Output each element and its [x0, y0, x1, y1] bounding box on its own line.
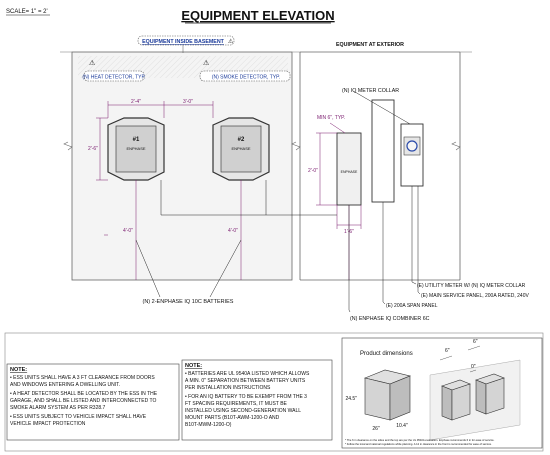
notes-left: NOTE: • ESS UNITS SHALL HAVE A 3 FT CLEA…	[6, 363, 180, 441]
utility-meter-label: (E) UTILITY METER W/ (N) IQ METER COLLAR	[417, 283, 526, 289]
min-clearance-label: MIN 6", TYP.	[317, 115, 345, 121]
notes-mid-line: MOUNT PARTS (B10T-AWM-1200-O AND	[185, 415, 280, 421]
page-title: EQUIPMENT ELEVATION	[181, 8, 334, 23]
dim-top-clearance-1: 6"	[445, 348, 450, 354]
dim-product-height: 24.5"	[345, 396, 357, 402]
notes-mid-line: INSTALLED USING SECOND-GENERATION WALL	[185, 408, 301, 414]
scale-label: SCALE= 1" = 2'	[6, 9, 48, 15]
notes-left-line: • A HEAT DETECTOR SHALL BE LOCATED BY TH…	[10, 391, 158, 397]
heat-detector-label: (N) HEAT DETECTOR, TYP.	[82, 75, 145, 81]
dim-product-depth: 10.4"	[396, 423, 408, 429]
notes-middle: NOTE: • BATTERIES ARE UL 9540A LISTED WH…	[181, 359, 333, 441]
notes-left-line: SMOKE ALARM SYSTEM AS PER R328.7	[10, 405, 106, 411]
basement-panel-label: EQUIPMENT INSIDE BASEMENT	[142, 39, 225, 45]
notes-mid-line: FT SPACING REQUIREMENTS, IT MUST BE	[185, 401, 288, 407]
battery-unit-1: #1 ENPHASE	[107, 117, 165, 181]
notes-left-line: • ESS UNITS SUBJECT TO VEHICLE IMPACT SH…	[10, 414, 147, 420]
battery-2-number: #2	[238, 137, 245, 143]
battery-1-number: #1	[133, 137, 140, 143]
dim-floor-1: 4'-0"	[123, 228, 133, 234]
smoke-detector-icon: ⚠	[203, 59, 209, 67]
batteries-label: (N) 2-ENPHASE IQ 10C BATTERIES	[143, 299, 234, 305]
combiner-brand: ENPHASE	[341, 170, 358, 174]
exterior-panel-label: EQUIPMENT AT EXTERIOR	[336, 42, 404, 48]
smoke-detector: ⚠ (N) SMOKE DETECTOR, TYP.	[199, 59, 291, 82]
battery-3d-pair	[441, 373, 505, 421]
meter-dial-icon	[406, 140, 418, 152]
heat-detector: ⚠ (N) HEAT DETECTOR, TYP.	[82, 59, 146, 82]
dim-product-width: 26"	[372, 426, 380, 432]
meter-collar-label: (N) IQ METER COLLAR	[342, 88, 399, 94]
notes-left-line: GARAGE, AND SHALL BE LISTED AND INTERCON…	[10, 398, 156, 404]
combiner-label: (N) ENPHASE IQ COMBINER 6C	[350, 316, 430, 322]
utility-meter	[400, 123, 424, 187]
notes-mid-line: • FOR AN IQ BATTERY TO BE EXEMPT FROM TH…	[185, 394, 307, 400]
product-footnote-2: * Follow the local and national regulati…	[345, 442, 492, 446]
exterior-panel: EQUIPMENT AT EXTERIOR	[300, 42, 472, 281]
warning-icon: ⚠	[228, 38, 234, 45]
span-panel	[371, 99, 395, 203]
product-dimensions: Product dimensions 24.5" 26" 10.4" 6" 6"…	[341, 337, 543, 449]
dim-width: 2'-4"	[131, 99, 141, 105]
dim-floor-2: 4'-0"	[228, 228, 238, 234]
main-panel-label: (E) MAIN SERVICE PANEL, 200A RATED, 240V	[421, 293, 529, 299]
notes-mid-line: • BATTERIES ARE UL 9540A LISTED WHICH AL…	[185, 371, 310, 377]
notes-left-line: • ESS UNITS SHALL HAVE A 3 FT CLEARANCE …	[10, 375, 155, 381]
battery-2-brand: ENPHASE	[231, 146, 250, 151]
span-panel-label: (E) 200A SPAN PANEL	[386, 303, 438, 309]
dim-height: 2'-6"	[88, 146, 98, 152]
product-footnote-1: * The 6 in clearance on the sides and th…	[345, 438, 495, 442]
notes-mid-line: PER INSTALLATION INSTRUCTIONS	[185, 385, 271, 391]
notes-left-line: AND WINDOWS ENTERING A DWELLING UNIT.	[10, 382, 120, 388]
heat-detector-icon: ⚠	[89, 59, 95, 67]
product-dimensions-title: Product dimensions	[360, 351, 413, 357]
notes-left-line: VEHICLE IMPACT PROTECTION	[10, 421, 86, 427]
battery-3d-single	[364, 369, 411, 421]
notes-left-heading: NOTE:	[10, 367, 27, 373]
combiner-box: ENPHASE	[336, 132, 362, 206]
dim-between-units: 0"	[471, 364, 476, 370]
smoke-detector-label: (N) SMOKE DETECTOR, TYP.	[212, 75, 280, 81]
dim-gap: 3'-0"	[183, 99, 193, 105]
notes-mid-heading: NOTE:	[185, 363, 202, 369]
notes-mid-line: A MIN. 0" SEPARATION BETWEEN BATTERY UNI…	[185, 378, 306, 384]
notes-mid-line: B10T-MWM-1200-O)	[185, 422, 232, 428]
dim-combiner-height: 2'-0"	[308, 168, 318, 174]
dim-top-clearance-2: 6"	[473, 339, 478, 345]
battery-unit-2: #2 ENPHASE	[212, 117, 270, 181]
battery-1-brand: ENPHASE	[126, 146, 145, 151]
